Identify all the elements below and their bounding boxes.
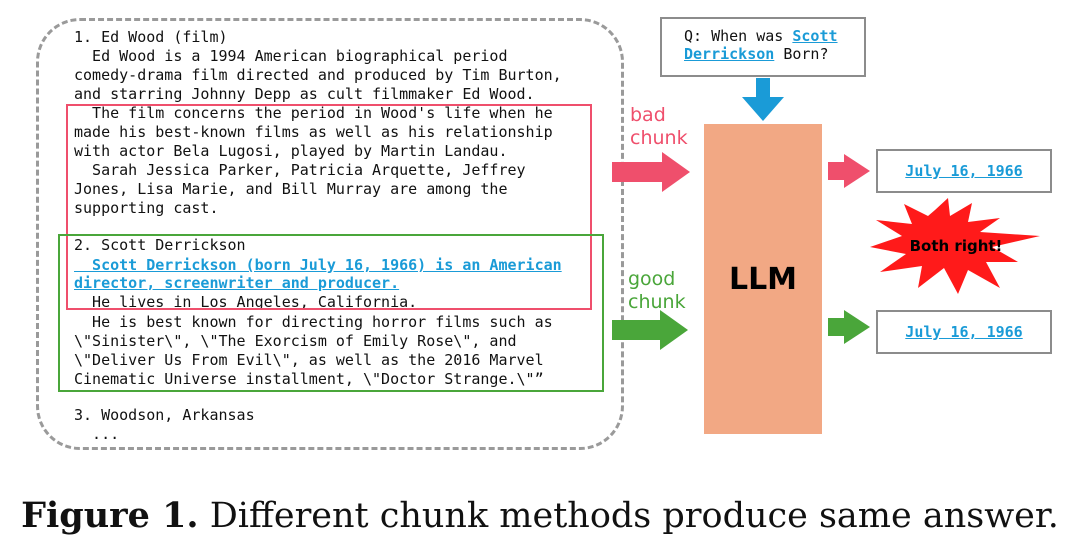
doc-line: Ed Wood is a 1994 American biographical …	[74, 47, 508, 65]
bad-chunk-arrow	[612, 152, 690, 192]
answer-text: July 16, 1966	[905, 323, 1023, 341]
question-prefix: Q: When was	[684, 27, 793, 45]
good-chunk-label: good chunk	[628, 268, 686, 313]
question-arrow	[742, 78, 784, 121]
doc-line: 1. Ed Wood (film)	[74, 28, 228, 46]
bad-answer-arrow	[828, 154, 870, 188]
doc-line: Cinematic Universe installment, \"Doctor…	[74, 370, 544, 388]
bad-chunk-label: bad chunk	[630, 104, 688, 149]
doc-line: supporting cast.	[74, 199, 219, 217]
answer-text: July 16, 1966	[905, 162, 1023, 180]
caption-prefix: Figure 1.	[21, 495, 199, 536]
doc-line: He lives in Los Angeles, California.	[74, 293, 418, 311]
caption-text: Different chunk methods produce same ans…	[198, 496, 1059, 536]
doc-line-highlight: Scott Derrickson (born July 16, 1966) is…	[74, 256, 562, 274]
answer-box-bad: July 16, 1966	[876, 149, 1052, 193]
figure-caption: Figure 1. Different chunk methods produc…	[0, 495, 1080, 536]
good-chunk-box	[58, 234, 604, 392]
doc-line: \"Deliver Us From Evil\", as well as the…	[74, 351, 544, 369]
llm-label: LLM	[728, 261, 798, 297]
question-box: Q: When was Scott Derrickson Born?	[660, 17, 866, 77]
question-suffix: Born?	[774, 45, 829, 64]
doc-line-highlight: director, screenwriter and producer.	[74, 274, 400, 292]
doc-line: 3. Woodson, Arkansas	[74, 406, 255, 424]
burst-icon	[870, 198, 1040, 294]
question-name-1: Scott	[792, 27, 838, 45]
doc-line: He is best known for directing horror fi…	[74, 313, 553, 331]
question-name-2: Derrickson	[684, 45, 775, 64]
doc-line: ...	[74, 425, 120, 443]
doc-line: 2. Scott Derrickson	[74, 236, 246, 254]
llm-block: LLM	[704, 124, 822, 434]
doc-line: The film concerns the period in Wood's l…	[74, 104, 553, 122]
doc-line: Jones, Lisa Marie, and Bill Murray are a…	[74, 180, 508, 198]
burst-label: Both right!	[910, 237, 1003, 255]
doc-line: \"Sinister\", \"The Exorcism of Emily Ro…	[74, 332, 517, 350]
doc-line: Sarah Jessica Parker, Patricia Arquette,…	[74, 161, 526, 179]
doc-line: with actor Bela Lugosi, played by Martin…	[74, 142, 508, 160]
good-chunk-arrow	[612, 310, 688, 350]
answer-box-good: July 16, 1966	[876, 310, 1052, 354]
bad-chunk-box	[66, 104, 592, 310]
document-frame	[36, 18, 624, 450]
doc-line: comedy-drama film directed and produced …	[74, 66, 562, 84]
doc-line: made his best-known films as well as his…	[74, 123, 553, 141]
doc-line: and starring Johnny Depp as cult filmmak…	[74, 85, 535, 103]
good-answer-arrow	[828, 310, 870, 344]
